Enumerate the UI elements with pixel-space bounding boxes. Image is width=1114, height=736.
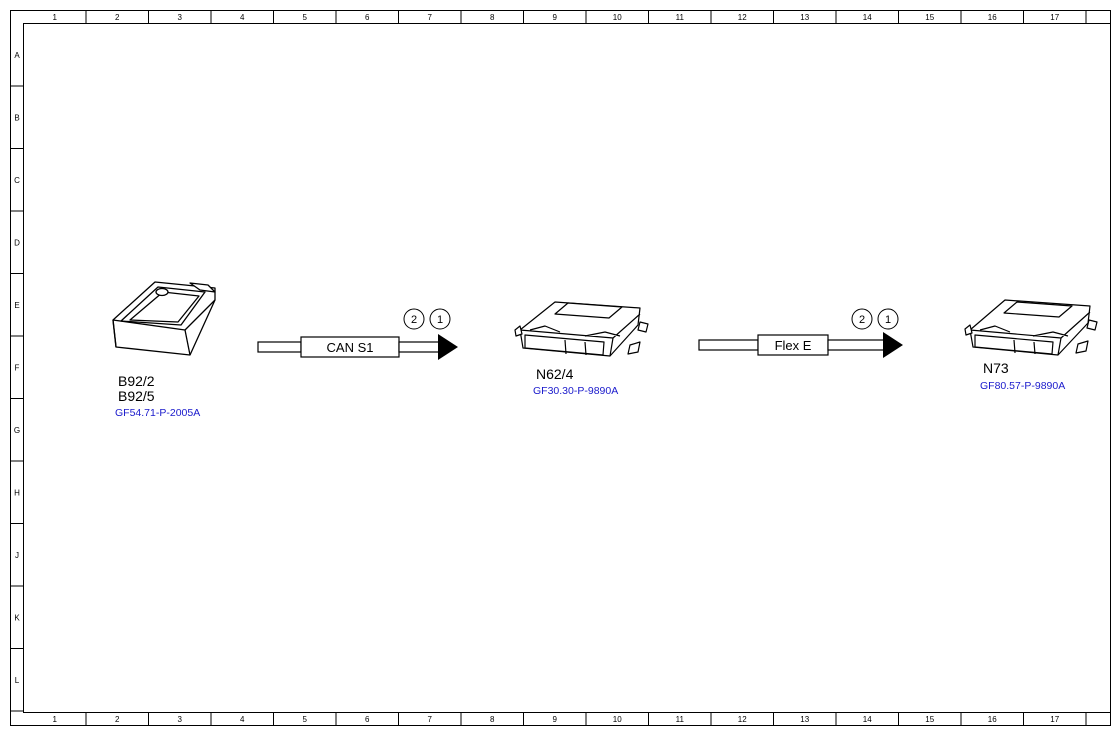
bus-label: CAN S1 <box>327 340 374 355</box>
column-number-bottom: 7 <box>428 715 433 724</box>
bus-line-right <box>398 341 440 353</box>
control-unit-icon <box>514 301 649 357</box>
column-number-top: 9 <box>553 13 558 22</box>
column-number-bottom: 14 <box>863 715 872 724</box>
column-number-top: 1 <box>53 13 58 22</box>
row-letter: C <box>14 176 20 185</box>
control-unit-n73[interactable]: N73 GF80.57-P-9890A <box>964 299 1098 392</box>
marker-number: 2 <box>859 314 865 326</box>
control-unit-label: N62/4 <box>536 366 574 382</box>
marker-number: 1 <box>885 314 891 326</box>
arrow-head-icon <box>883 332 903 358</box>
column-number-top: 14 <box>863 13 872 22</box>
column-number-top: 11 <box>676 13 685 22</box>
marker-circle: 2 <box>851 308 873 330</box>
column-number-bottom: 6 <box>365 715 370 724</box>
marker-circle: 1 <box>429 308 451 330</box>
control-unit-ref-link[interactable]: GF80.57-P-9890A <box>980 380 1065 392</box>
bus-line-left <box>698 339 759 351</box>
row-letter: H <box>14 488 20 497</box>
key-b92[interactable]: B92/2 B92/5 GF54.71-P-2005A <box>112 281 216 419</box>
drawing-frame <box>10 10 1111 726</box>
column-number-bottom: 1 <box>53 715 58 724</box>
marker-circle: 1 <box>877 308 899 330</box>
marker-number: 2 <box>411 314 417 326</box>
column-number-bottom: 10 <box>613 715 622 724</box>
connection-can-s1: CAN S1 2 1 <box>257 308 458 360</box>
column-number-top: 7 <box>428 13 433 22</box>
arrow-head-icon <box>438 334 458 360</box>
row-letter: A <box>14 51 20 60</box>
column-number-bottom: 2 <box>115 715 120 724</box>
row-letter: L <box>15 676 20 685</box>
column-number-bottom: 4 <box>240 715 245 724</box>
control-unit-ref-link[interactable]: GF30.30-P-9890A <box>533 385 618 397</box>
column-number-top: 17 <box>1050 13 1059 22</box>
marker-number: 1 <box>437 314 443 326</box>
column-number-bottom: 9 <box>553 715 558 724</box>
control-unit-n62-4[interactable]: N62/4 GF30.30-P-9890A <box>514 301 649 397</box>
bus-line-left <box>257 341 302 353</box>
row-letter: F <box>15 363 20 372</box>
column-number-bottom: 5 <box>303 715 308 724</box>
column-number-top: 12 <box>738 13 747 22</box>
control-unit-icon <box>964 299 1098 356</box>
column-number-top: 4 <box>240 13 245 22</box>
column-number-top: 10 <box>613 13 622 22</box>
column-number-top: 2 <box>115 13 120 22</box>
column-number-top: 15 <box>925 13 934 22</box>
column-number-top: 16 <box>988 13 997 22</box>
column-number-bottom: 16 <box>988 715 997 724</box>
key-label-1: B92/2 <box>118 373 155 389</box>
column-number-bottom: 11 <box>676 715 685 724</box>
column-number-top: 13 <box>800 13 809 22</box>
row-letter: J <box>15 551 19 560</box>
bus-line-right <box>827 339 885 351</box>
row-letter: E <box>14 301 19 310</box>
column-number-top: 3 <box>178 13 183 22</box>
key-icon <box>112 281 216 356</box>
marker-circle: 2 <box>403 308 425 330</box>
column-number-top: 6 <box>365 13 370 22</box>
column-number-bottom: 15 <box>925 715 934 724</box>
row-letter: D <box>14 238 20 247</box>
column-number-top: 8 <box>490 13 495 22</box>
key-label-2: B92/5 <box>118 388 155 404</box>
frame-grid-marks: 1122334455667788991010111112121313141415… <box>10 10 1087 726</box>
column-number-bottom: 17 <box>1050 715 1059 724</box>
column-number-bottom: 12 <box>738 715 747 724</box>
column-number-bottom: 3 <box>178 715 183 724</box>
row-letter: G <box>14 426 20 435</box>
column-number-top: 5 <box>303 13 308 22</box>
row-letter: B <box>14 113 19 122</box>
control-unit-label: N73 <box>983 360 1009 376</box>
bus-label: Flex E <box>775 338 812 353</box>
connection-flex-e: Flex E 2 1 <box>698 308 903 358</box>
key-ref-link[interactable]: GF54.71-P-2005A <box>115 407 200 419</box>
column-number-bottom: 13 <box>800 715 809 724</box>
column-number-bottom: 8 <box>490 715 495 724</box>
row-letter: K <box>14 613 20 622</box>
